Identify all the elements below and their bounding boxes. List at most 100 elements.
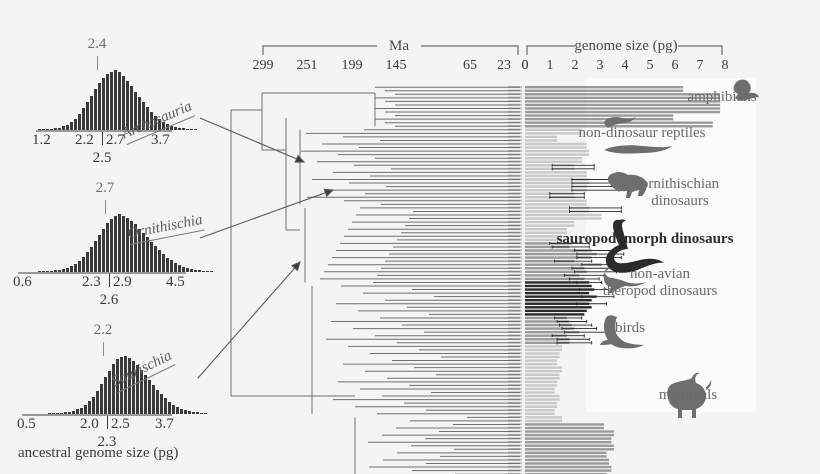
genome-size-bar (525, 437, 612, 440)
hist-bar (110, 219, 113, 272)
genome-size-bar (525, 174, 587, 178)
genome-tick-0: 0 (521, 58, 529, 73)
error-bar (569, 206, 622, 210)
error-bar (561, 327, 598, 331)
hist-bar (186, 128, 189, 130)
hist-bar (144, 375, 147, 414)
hist-bar (122, 215, 125, 272)
genome-size-bar (525, 157, 582, 160)
genome-size-bar (525, 217, 602, 220)
hist-bar (194, 129, 197, 130)
silhouette-layer (598, 79, 759, 418)
genome-size-bar (525, 394, 560, 398)
hist-bar (54, 128, 57, 130)
genome-size-bar (525, 299, 592, 302)
ornithischia-peak-tick (105, 200, 106, 214)
archosauria-peak-value: 2.4 (87, 36, 107, 52)
hist-bar (66, 124, 69, 130)
genome-size-bar (525, 96, 721, 100)
hist-bar (112, 364, 115, 414)
genome-size-bar (525, 444, 614, 447)
hist-bar (154, 115, 157, 130)
saurischia-tick-2: 2.5 (111, 416, 130, 432)
hist-bar (200, 412, 203, 414)
saurischia-median-tick (107, 416, 108, 429)
genome-size-bar (525, 373, 560, 376)
genome-size-bar (525, 441, 612, 444)
error-bar (549, 192, 585, 196)
taxon-group-amphibians: amphibians (687, 89, 756, 106)
hist-bar (114, 70, 117, 130)
axis-brackets (262, 45, 723, 55)
archosauria-tick-1: 2.2 (75, 132, 94, 148)
hist-bar (78, 260, 81, 272)
genome-size-bar (525, 433, 614, 437)
genome-size-bar (525, 359, 558, 362)
hist-bar (182, 266, 185, 272)
genome-size-bar (525, 334, 567, 337)
genome-size-bar (525, 171, 587, 174)
hist-bar (186, 267, 189, 272)
genome-size-bar (525, 348, 563, 352)
genome-size-bar (525, 330, 580, 334)
genome-size-bar (525, 270, 587, 273)
genome-size-bar (525, 387, 555, 391)
hist-bar (90, 95, 93, 130)
genome-size-bar (525, 149, 590, 153)
hist-bar (52, 413, 55, 414)
genome-size-bar (525, 185, 587, 188)
genome-size-bar (525, 430, 614, 433)
genome-size-bar (525, 320, 570, 323)
histogram-ornithischia: 2.7 0.6 2.3 2.9 4.5 2.6 (10, 180, 260, 320)
genome-size-bar (525, 380, 558, 384)
hist-bar (192, 411, 195, 414)
genome-size-bar (525, 256, 592, 259)
error-bar (554, 316, 583, 320)
hist-bar (138, 97, 141, 130)
taxon-group-sauropodomorph: sauropodomorph dinosaurs (557, 231, 734, 248)
triceratops-silhouette (604, 170, 647, 198)
genome-size-bar (525, 188, 587, 192)
hist-bar (140, 369, 143, 414)
saurischia-peak-value: 2.2 (93, 322, 113, 338)
hist-bar (78, 113, 81, 130)
ornithischia-tick-0: 0.6 (13, 274, 32, 290)
genome-tick-1: 1 (546, 58, 554, 73)
genome-size-bar (525, 181, 590, 185)
genome-size-bar (525, 341, 570, 344)
genome-size-bar (525, 398, 560, 401)
saurischia-peak-tick (103, 342, 104, 356)
hist-bar (38, 271, 41, 272)
hist-bar (184, 409, 187, 414)
clade-arrows (197, 117, 335, 379)
hist-bar (166, 124, 169, 130)
genome-tick-4: 4 (621, 58, 629, 73)
genome-size-bar (525, 235, 563, 238)
hist-bar (196, 412, 199, 414)
hist-bar (162, 121, 165, 130)
hist-bar (74, 118, 77, 130)
hist-bar (158, 119, 161, 130)
genome-size-bar (525, 132, 582, 135)
saurischia-tick-1: 2.0 (80, 416, 99, 432)
genome-size-bar (525, 167, 575, 171)
clade-arrow (197, 260, 301, 379)
hist-bar (108, 370, 111, 414)
genome-tick-8: 8 (721, 58, 729, 73)
error-bar (549, 241, 590, 245)
hist-bar (38, 129, 41, 130)
genome-size-bar (525, 146, 587, 149)
taxon-label-line: sauropodomorph dinosaurs (556, 231, 734, 247)
hist-bar (164, 398, 167, 414)
genome-size-bar (525, 291, 590, 295)
saurischia-bars (48, 356, 208, 414)
archosauria-median-value: 2.5 (92, 150, 112, 166)
time-tick-23: 23 (497, 58, 511, 73)
archosauria-tick-0: 1.2 (32, 132, 51, 148)
genome-size-bar (525, 370, 563, 373)
hist-bar (178, 265, 181, 272)
hist-bar (58, 269, 61, 272)
genome-size-bar (525, 405, 558, 408)
hist-bar (80, 407, 83, 414)
